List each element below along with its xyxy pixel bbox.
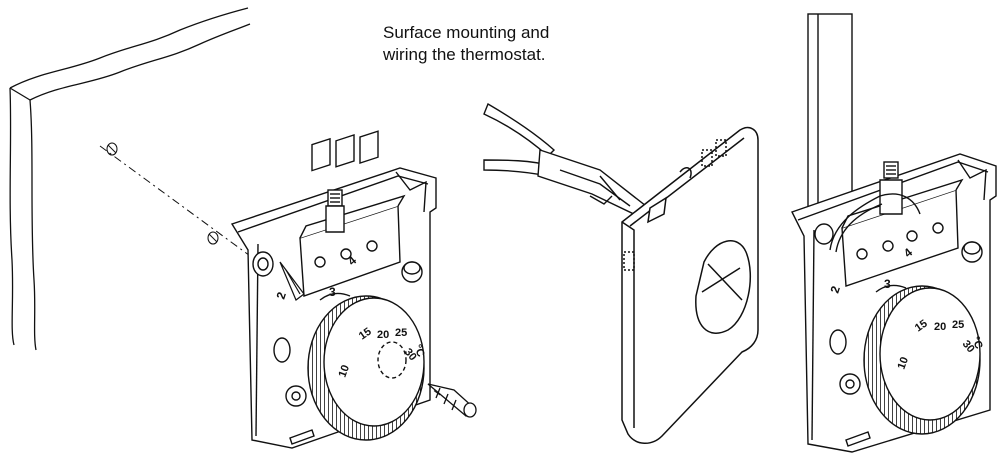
scale-label: 20: [934, 321, 946, 333]
scale-label: 15: [913, 318, 930, 335]
thermostat-cover-icon: [621, 126, 759, 444]
scale-unit: °C: [969, 335, 985, 351]
scale-label: 25: [395, 327, 407, 339]
terminal-number: 3: [884, 277, 891, 291]
screwdriver-tip-icon: [279, 261, 305, 301]
scale-label: 10: [337, 363, 352, 379]
caption: Surface mounting and wiring the thermost…: [383, 22, 623, 66]
wall-corner-icon: [9, 7, 251, 351]
temperature-dial-left: [307, 292, 425, 441]
wall-plug-hole-icon: [207, 231, 219, 245]
caption-line-1: Surface mounting and: [383, 23, 550, 42]
scale-label: 10: [896, 355, 911, 371]
scale-unit: °C: [411, 343, 427, 359]
terminal-number: 2: [828, 284, 843, 295]
scale-label: 15: [357, 326, 374, 343]
caption-line-2: wiring the thermostat.: [383, 45, 546, 64]
terminal-number: 2: [274, 290, 289, 301]
wood-screw-icon: [427, 383, 477, 418]
terminal-number: 3: [329, 285, 336, 299]
pliers-icon: [483, 102, 647, 217]
scale-label: 25: [952, 319, 964, 331]
scale-label: 20: [377, 329, 389, 341]
wall-plug-hole-icon: [106, 142, 118, 156]
temperature-dial-right: [863, 284, 981, 435]
